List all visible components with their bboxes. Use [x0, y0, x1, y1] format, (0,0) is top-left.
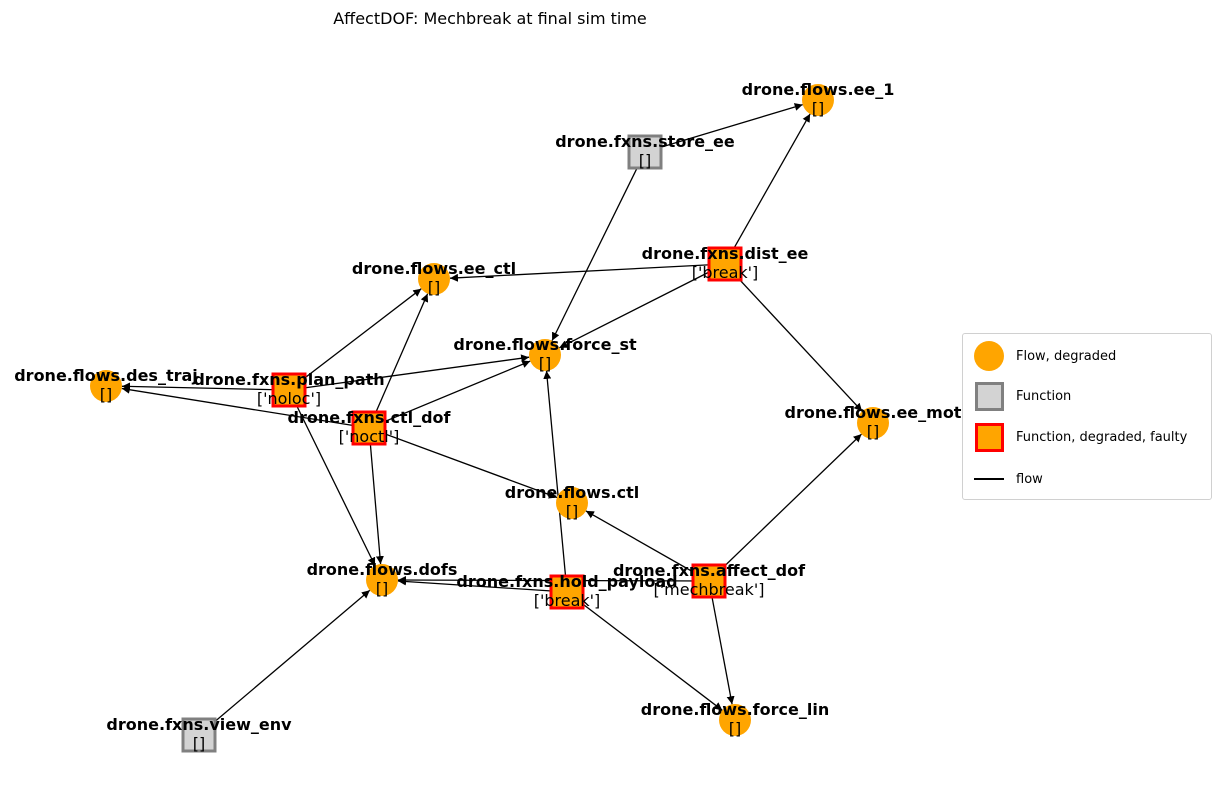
node-value-dofs: []: [376, 579, 388, 598]
legend-flow-label: Flow, degraded: [1016, 348, 1117, 364]
edge-hold_payload-to-dofs: [397, 577, 568, 593]
node-label-ee-mot: drone.flows.ee_mot: [785, 403, 962, 422]
node-dofs[interactable]: [366, 564, 398, 596]
node-ctl[interactable]: [556, 487, 588, 519]
node-value-force-lin: []: [729, 719, 741, 738]
node-label-ee-ctl: drone.flows.ee_ctl: [352, 259, 516, 278]
node-store-ee[interactable]: [627, 134, 663, 170]
labels-layer: drone.flows.ee_1[]drone.fxns.store_ee[]d…: [14, 80, 962, 753]
node-value-view-env: []: [193, 734, 205, 753]
node-value-plan-path: ['noloc']: [257, 389, 321, 408]
node-ee-1[interactable]: [802, 84, 834, 116]
node-value-ee-1: []: [812, 99, 824, 118]
edge-view_env-to-dofs: [198, 589, 371, 736]
node-label-dofs: drone.flows.dofs: [307, 560, 458, 579]
edge-ctl_dof-to-dofs: [368, 427, 384, 565]
node-dist-ee[interactable]: [707, 246, 743, 282]
edge-plan_path-to-force_st: [288, 354, 530, 391]
node-force-st[interactable]: [529, 339, 561, 371]
legend-item-edge: flow: [973, 462, 1043, 496]
node-affect-dof[interactable]: [691, 563, 727, 599]
node-value-dist-ee: ['break']: [692, 263, 759, 282]
edge-affect_dof-to-ee_mot: [708, 433, 862, 582]
node-label-force-lin: drone.flows.force_lin: [641, 700, 829, 719]
edge-affect_dof-to-ctl: [585, 510, 710, 582]
edge-dist_ee-to-ee_mot: [724, 263, 863, 412]
legend-edge-label: flow: [1016, 471, 1043, 487]
node-label-store-ee: drone.fxns.store_ee: [555, 132, 735, 151]
node-label-plan-path: drone.fxns.plan_path: [193, 370, 384, 389]
edge-plan_path-to-ee_ctl: [288, 288, 422, 391]
node-value-des-traj: []: [100, 385, 112, 404]
node-label-force-st: drone.flows.force_st: [453, 335, 637, 354]
edge-ctl_dof-to-ctl: [368, 427, 558, 499]
edge-ctl_dof-to-des_traj: [121, 385, 370, 429]
edge-dist_ee-to-ee_1: [724, 113, 811, 265]
edges-layer: [121, 103, 863, 736]
edge-ctl_dof-to-ee_ctl: [368, 293, 429, 429]
node-label-hold-payload: drone.fxns.hold_payload: [456, 572, 677, 591]
diagram-title: AffectDOF: Mechbreak at final sim time: [333, 9, 647, 28]
legend-function-label: Function: [1016, 388, 1072, 404]
node-label-view-env: drone.fxns.view_env: [106, 715, 292, 734]
node-view-env[interactable]: [181, 717, 217, 753]
edge-store_ee-to-force_st: [551, 151, 646, 341]
legend-function-symbol: [973, 380, 1005, 412]
node-plan-path[interactable]: [271, 372, 307, 408]
edge-ctl_dof-to-force_st: [368, 360, 531, 429]
edge-plan_path-to-dofs: [288, 389, 376, 566]
edge-hold_payload-to-force_st: [543, 370, 568, 593]
node-label-dist-ee: drone.fxns.dist_ee: [642, 244, 809, 263]
node-value-force-st: []: [539, 354, 551, 373]
node-des-traj[interactable]: [90, 370, 122, 402]
node-value-hold-payload: ['break']: [534, 591, 601, 610]
node-label-affect-dof: drone.fxns.affect_dof: [613, 561, 806, 580]
node-value-store-ee: []: [639, 151, 651, 170]
legend-faulty-label: Function, degraded, faulty: [1016, 429, 1188, 445]
node-ee-ctl[interactable]: [418, 263, 450, 295]
legend: Flow, degraded Function Function, degrad…: [962, 333, 1212, 500]
node-label-ctl: drone.flows.ctl: [505, 483, 640, 502]
node-label-ee-1: drone.flows.ee_1: [742, 80, 895, 99]
node-value-ee-ctl: []: [428, 278, 440, 297]
edge-dist_ee-to-ee_ctl: [449, 263, 726, 282]
legend-item-function: Function: [973, 379, 1071, 413]
edge-affect_dof-to-force_lin: [708, 580, 735, 705]
node-force-lin[interactable]: [719, 704, 751, 736]
node-ee-mot[interactable]: [857, 407, 889, 439]
edge-store_ee-to-ee_1: [644, 103, 803, 153]
legend-item-faulty: Function, degraded, faulty: [973, 420, 1187, 454]
node-value-ctl: []: [566, 502, 578, 521]
legend-item-flow: Flow, degraded: [973, 339, 1116, 373]
node-value-ctl-dof: ['noctl']: [339, 427, 400, 446]
legend-faulty-symbol: [973, 421, 1005, 453]
node-ctl-dof[interactable]: [351, 410, 387, 446]
node-label-des-traj: drone.flows.des_traj: [14, 366, 198, 385]
legend-flow-symbol: [973, 340, 1005, 372]
node-label-ctl-dof: drone.fxns.ctl_dof: [288, 408, 452, 427]
edge-dist_ee-to-force_st: [559, 263, 726, 349]
node-value-affect-dof: ['mechbreak']: [654, 580, 765, 599]
edge-hold_payload-to-force_lin: [566, 591, 723, 711]
nodes-layer: [90, 84, 889, 753]
node-hold-payload[interactable]: [549, 574, 585, 610]
edge-plan_path-to-des_traj: [121, 382, 290, 391]
node-value-ee-mot: []: [867, 422, 879, 441]
legend-edge-symbol: [973, 463, 1005, 495]
